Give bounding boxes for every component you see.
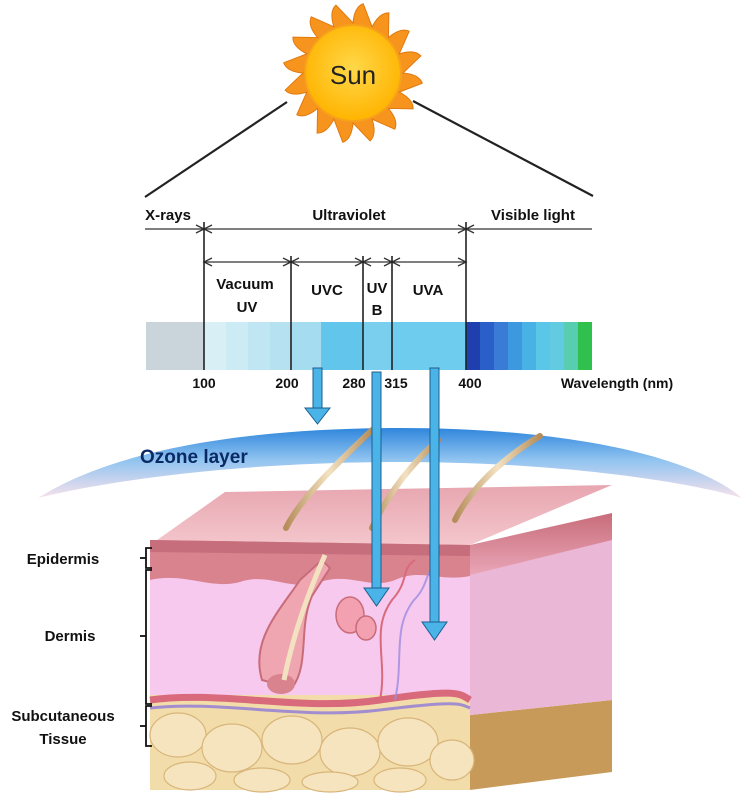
sun-label: Sun — [330, 60, 376, 90]
label-vacuum-uv-2: UV — [237, 299, 258, 316]
uv-arrows — [303, 367, 448, 641]
sun-disc — [304, 24, 402, 122]
layer-brackets — [140, 547, 152, 747]
ozone-label: Ozone layer — [140, 447, 248, 468]
sun-left-line — [144, 101, 288, 198]
label-subcutaneous-2: Tissue — [39, 731, 86, 748]
label-xrays: X-rays — [145, 207, 191, 224]
label-uva: UVA — [413, 282, 444, 299]
label-epidermis: Epidermis — [27, 551, 100, 568]
label-vacuum-uv-1: Vacuum — [216, 276, 274, 293]
label-visible-light: Visible light — [491, 207, 575, 224]
tick-280: 280 — [342, 375, 366, 391]
tick-200: 200 — [275, 375, 299, 391]
region-arrows — [145, 224, 592, 234]
tick-100: 100 — [192, 375, 216, 391]
tick-400: 400 — [458, 375, 482, 391]
tick-315: 315 — [384, 375, 408, 391]
label-uvb-1: UV — [367, 280, 388, 297]
band-dividers — [203, 222, 467, 370]
skin-cross-section — [149, 427, 612, 793]
label-uvb-2: B — [372, 302, 383, 319]
wavelength-axis-label: Wavelength (nm) — [561, 375, 673, 391]
label-subcutaneous-1: Subcutaneous — [11, 708, 114, 725]
label-uvc: UVC — [311, 282, 343, 299]
label-ultraviolet: Ultraviolet — [312, 207, 385, 224]
label-dermis: Dermis — [45, 628, 96, 645]
spectrum-bar — [146, 322, 592, 370]
sun-right-line — [412, 100, 594, 197]
ozone-layer: Ozone layer — [38, 428, 742, 498]
sun: Sun — [283, 3, 423, 143]
band-arrows — [202, 257, 468, 267]
fat-lobules — [149, 712, 475, 793]
hair-follicle — [258, 553, 377, 694]
